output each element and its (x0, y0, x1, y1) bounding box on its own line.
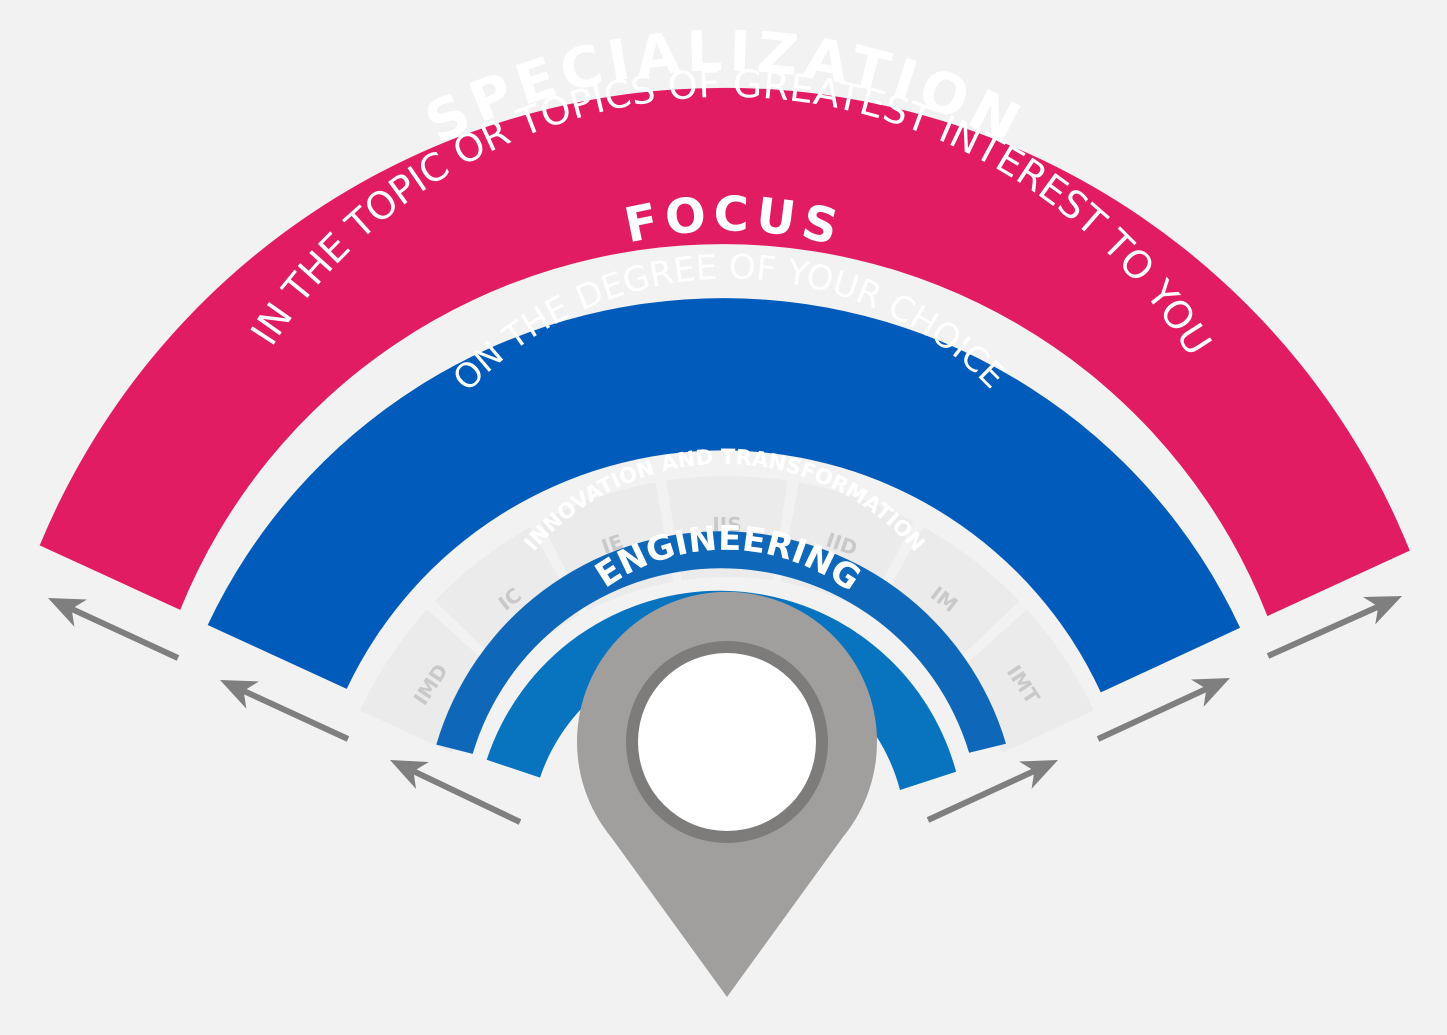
arrow-shaft (1266, 596, 1396, 659)
arrow-shaft (54, 598, 180, 661)
arrow-icon (48, 598, 180, 661)
arrow-icon (1096, 678, 1230, 742)
arrow-icon (220, 680, 350, 742)
pin-hole (638, 653, 816, 831)
arrow-head (1191, 678, 1230, 707)
arrow-shaft (226, 680, 350, 742)
engineering-band (486, 590, 957, 790)
location-pin-icon (577, 591, 877, 997)
arrow-icon (926, 760, 1058, 823)
arrow-icon (1266, 596, 1402, 659)
arrow-shaft (1096, 678, 1224, 742)
specialization-band (39, 87, 1410, 617)
arrows (48, 596, 1402, 825)
arrow-head (48, 598, 87, 627)
arrow-shaft (395, 760, 522, 825)
arrow-head (390, 760, 429, 790)
innovation-band (436, 531, 1006, 754)
arrow-head (1019, 760, 1058, 789)
arrow-head (220, 680, 259, 709)
arrow-head (1363, 596, 1402, 625)
arrow-shaft (926, 760, 1052, 823)
arrow-icon (390, 760, 522, 825)
focus-band (207, 298, 1241, 693)
